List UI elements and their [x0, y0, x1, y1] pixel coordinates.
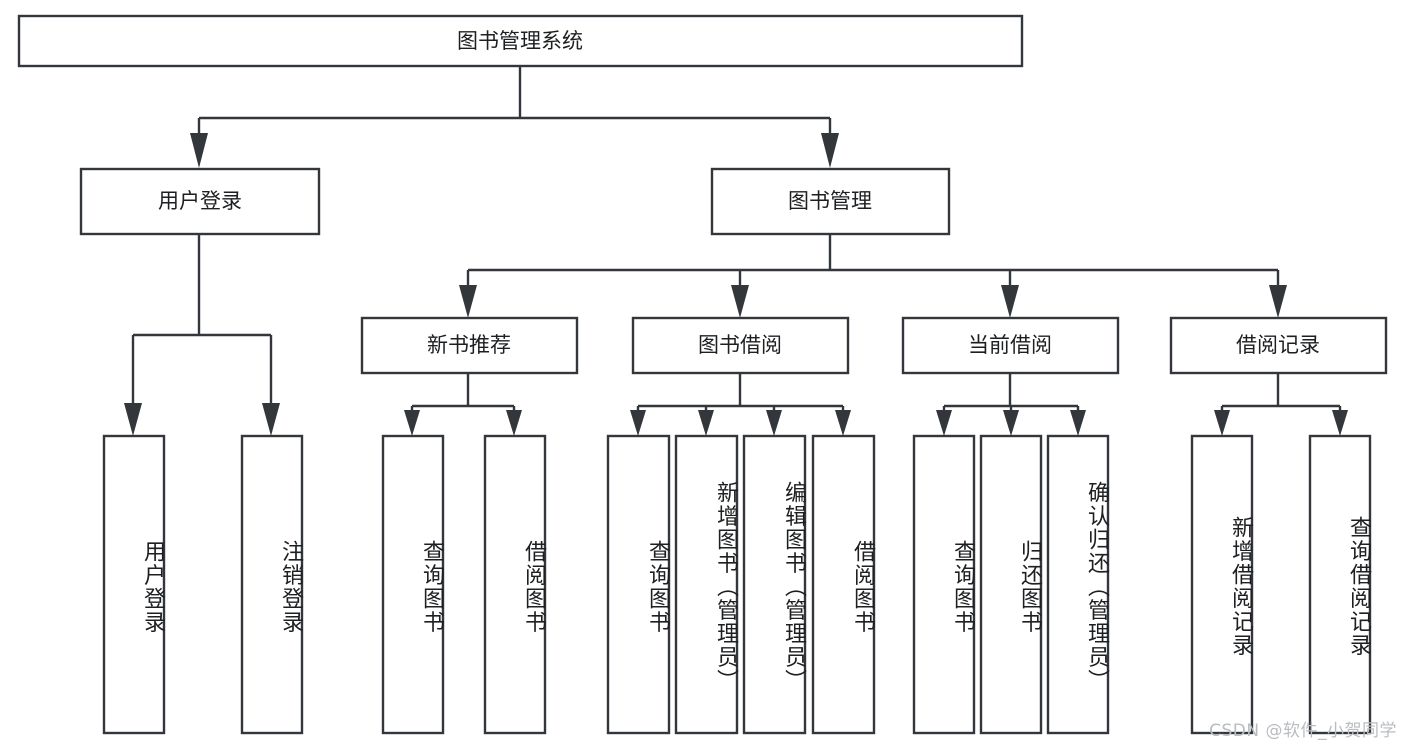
arrow-head-newbook-leaf-1 [404, 410, 420, 436]
node-root-box[interactable] [17, 14, 1024, 68]
leaf-currentborrow-confirm-box[interactable] [1046, 434, 1110, 735]
node-borrow-record-label: 借阅记录 [1236, 333, 1320, 357]
arrow-head-borrowrecord-leaf-1 [1214, 410, 1230, 436]
node-borrow-record-box[interactable] [1169, 316, 1388, 375]
leaf-bookborrow-edit-box[interactable] [742, 434, 807, 735]
arrow-head-currentborrow-leaf-3 [1070, 410, 1086, 436]
arrow-head-currentborrow-leaf-2 [1003, 410, 1019, 436]
leaf-bookborrow-borrow-box[interactable] [811, 434, 876, 735]
leaf-logout-box[interactable] [240, 434, 304, 735]
connector-group [124, 66, 1348, 436]
node-root-label: 图书管理系统 [457, 29, 583, 53]
leaf-newbook-query-box[interactable] [381, 434, 445, 735]
leaf-currentborrow-query-box[interactable] [912, 434, 976, 735]
node-current-borrow-box[interactable] [901, 316, 1120, 375]
leaf-bookborrow-query-box[interactable] [606, 434, 671, 735]
arrow-head-book-borrow [731, 285, 749, 318]
arrow-head-borrow-record [1269, 285, 1287, 318]
node-user-login-label: 用户登录 [158, 189, 242, 213]
arrow-head-current-borrow [1001, 285, 1019, 318]
arrow-head-bookborrow-leaf-2 [698, 410, 714, 436]
arrow-head-bookborrow-leaf-3 [766, 410, 782, 436]
node-current-borrow-label: 当前借阅 [968, 333, 1052, 357]
node-book-manage-label: 图书管理 [788, 189, 872, 213]
leaf-bookborrow-add-box[interactable] [674, 434, 739, 735]
node-book-borrow-label: 图书借阅 [698, 333, 782, 357]
arrow-head-user-login [190, 133, 208, 168]
node-group: 图书管理系统 用户登录 图书管理 新书推荐 图书借阅 当前借阅 借阅记录 [17, 14, 1388, 735]
leaf-user-login-box[interactable] [102, 434, 166, 735]
node-new-book-recommend-box[interactable] [360, 316, 579, 375]
node-book-borrow-box[interactable] [631, 316, 850, 375]
arrow-head-bookborrow-leaf-4 [835, 410, 851, 436]
leaf-borrowrecord-add-box[interactable] [1190, 434, 1254, 735]
arrow-head-leaf-logout [262, 403, 280, 436]
node-book-manage-box[interactable] [710, 167, 951, 236]
arrow-head-book-manage [821, 133, 839, 168]
leaf-currentborrow-return-box[interactable] [979, 434, 1043, 735]
arrow-head-borrowrecord-leaf-2 [1332, 410, 1348, 436]
node-new-book-recommend-label: 新书推荐 [427, 333, 511, 357]
node-user-login-box[interactable] [79, 167, 321, 236]
leaf-borrowrecord-query-box[interactable] [1308, 434, 1372, 735]
arrow-head-bookborrow-leaf-1 [630, 410, 646, 436]
arrow-head-currentborrow-leaf-1 [936, 410, 952, 436]
arrow-head-newbook-leaf-2 [506, 410, 522, 436]
arrow-head-leaf-user-login [124, 403, 142, 436]
arrow-head-new-book [459, 285, 477, 318]
csdn-watermark: CSDN @软件_小贺同学 [1209, 721, 1397, 741]
leaf-newbook-borrow-box[interactable] [483, 434, 547, 735]
